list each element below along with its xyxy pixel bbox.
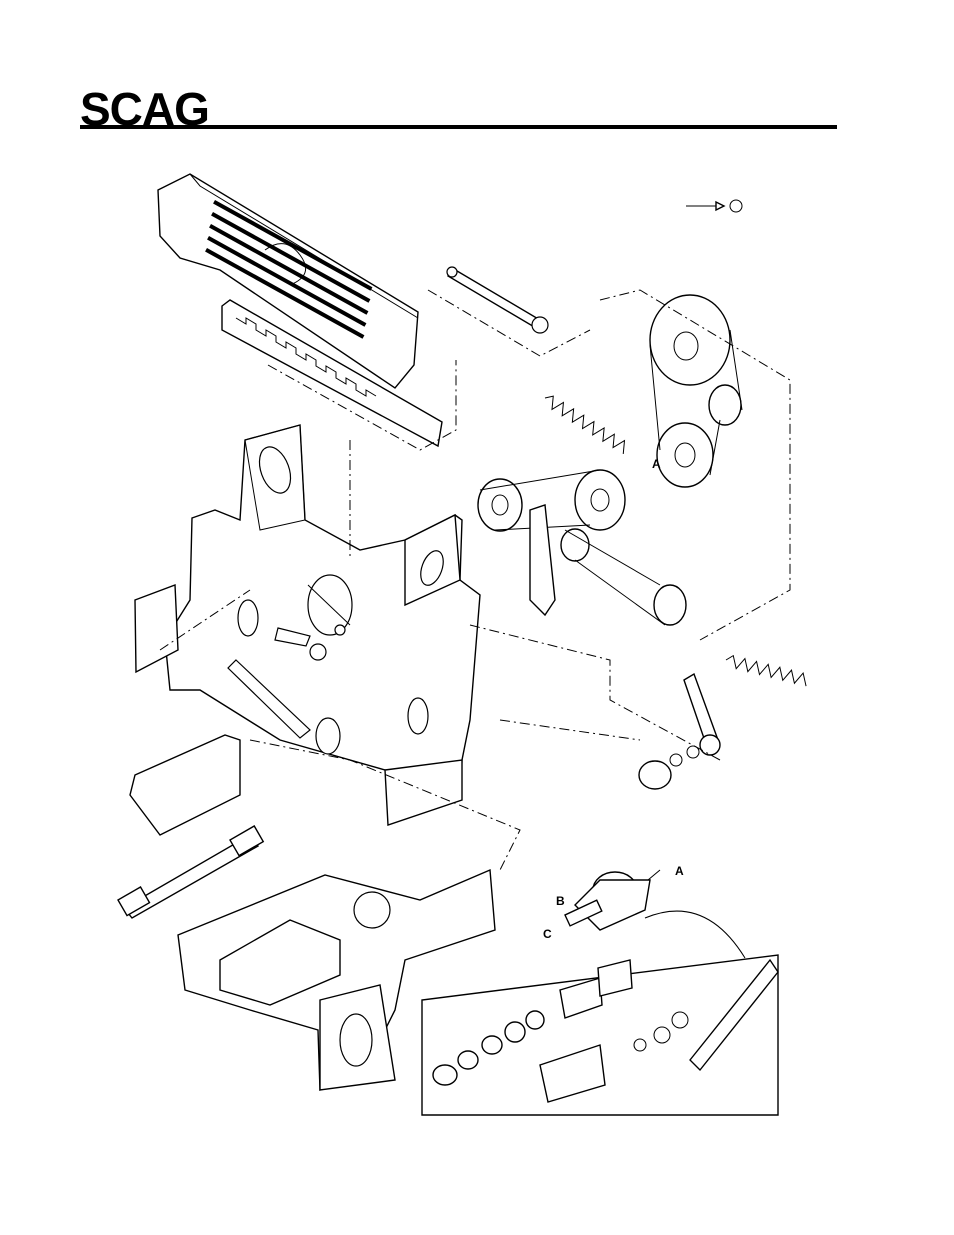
linkage-rod xyxy=(447,267,548,333)
idler-arm xyxy=(639,674,720,789)
spring-upper xyxy=(542,393,630,454)
callout-a-upper: A xyxy=(652,457,661,471)
callout-c: C xyxy=(543,927,552,941)
drive-shaft-assembly xyxy=(118,826,263,918)
callout-a-lower: A xyxy=(675,864,684,878)
callout-b: B xyxy=(556,894,565,908)
spring-lower xyxy=(725,654,809,686)
spindle-detail-inset xyxy=(422,911,778,1115)
retaining-ring-icon xyxy=(686,200,742,212)
spindle-assembly xyxy=(565,870,660,930)
center-pulleys xyxy=(478,470,686,625)
